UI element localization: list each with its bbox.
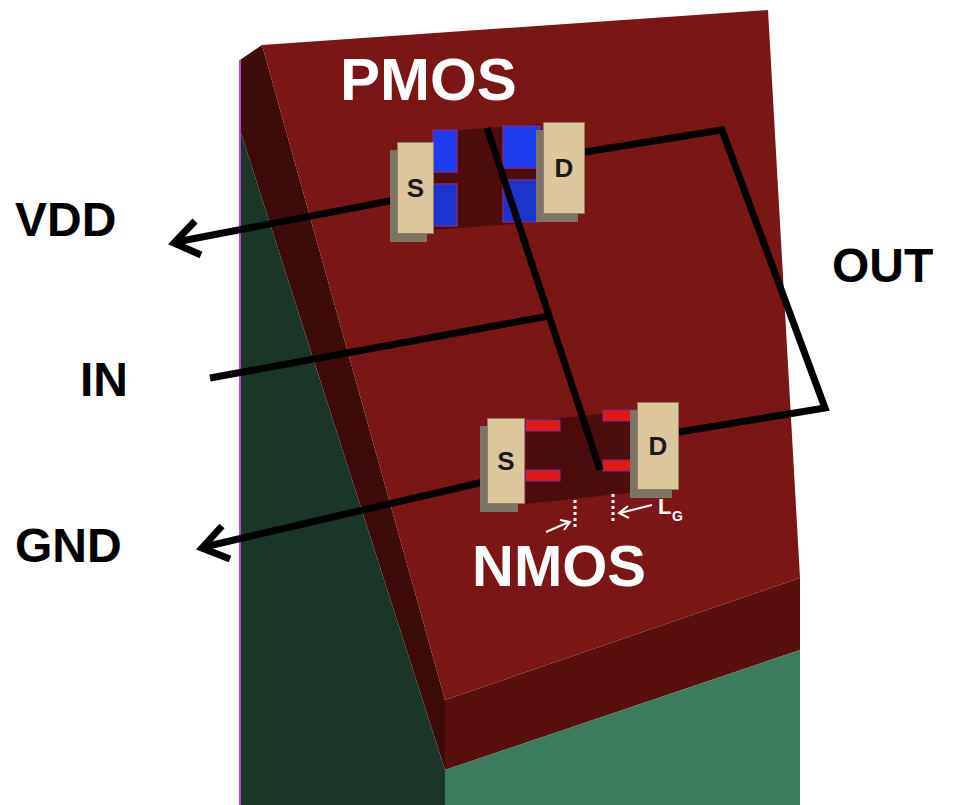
nmos-fin [603,410,636,421]
dimension-arrow [619,506,629,518]
signal-name: IN [80,356,128,404]
dimension-line [574,500,577,528]
pmos-fin [433,130,457,172]
nmos-channel [526,410,636,504]
output-wire [585,130,825,432]
terminal-pad: S [397,142,434,234]
dimension-arrow [560,520,570,530]
terminal-letter: S [497,448,514,474]
terminal-letter: S [407,175,424,201]
terminal-pad: D [543,122,585,214]
arrow-head [202,526,230,559]
device-name: PMOS [340,50,517,110]
dimension-label: L [658,496,671,518]
nmos-fin [526,420,560,431]
device-name: NMOS [472,537,646,595]
dimension-label: G [672,509,683,523]
pmos-channel [433,124,540,230]
signal-name: GND [15,522,122,570]
signal-name: VDD [15,196,116,244]
input-wire [210,316,549,378]
arrow-head [174,221,201,255]
terminal-letter: D [649,433,668,459]
supply-wire [176,198,405,242]
pmos-fin [503,126,540,168]
ground-wire [204,480,492,547]
terminal-pad: S [487,418,525,504]
edge-highlight [239,60,241,805]
terminal-pad: D [637,402,679,490]
signal-name: OUT [832,242,933,290]
dimension-line [612,494,615,522]
terminal-letter: D [555,155,574,181]
nmos-fin [603,460,636,471]
pmos-fin [433,184,457,226]
nmos-fin [526,470,560,481]
